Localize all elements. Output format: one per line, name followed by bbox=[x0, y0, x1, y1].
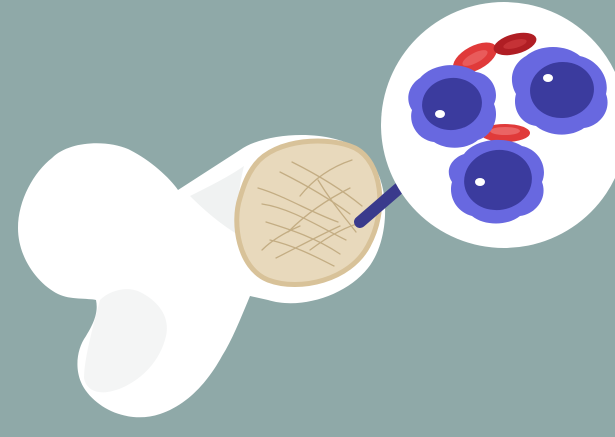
marrow-rim bbox=[237, 141, 380, 285]
magnifier-circle bbox=[381, 2, 615, 248]
marrow-cross-section bbox=[237, 141, 380, 285]
white-blood-cell bbox=[408, 65, 496, 148]
